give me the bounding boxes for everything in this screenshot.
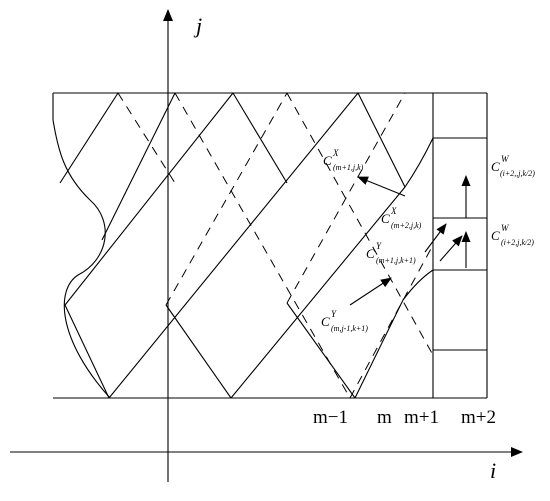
solid-down-1 xyxy=(64,304,110,399)
cw-bot-sub: (i+2,j,k/2) xyxy=(501,238,534,247)
boundary-cells xyxy=(433,137,487,351)
cx-m1-sup: X xyxy=(332,148,339,158)
solid-diagonals-down xyxy=(64,92,406,399)
cx-m1-main: C xyxy=(323,153,332,168)
solid-down-3 xyxy=(165,304,232,399)
dashed-6 xyxy=(349,244,434,399)
cy-m1-main: C xyxy=(366,246,375,261)
solid-diagonals-up xyxy=(59,92,434,399)
dashed-2 xyxy=(174,92,351,399)
cw-bot-sup: W xyxy=(501,223,510,233)
solid-up-1 xyxy=(59,92,119,184)
axes: i j xyxy=(10,9,523,483)
dashed-4 xyxy=(165,92,288,306)
cx-m2-main: C xyxy=(381,211,390,226)
dashed-diagonals xyxy=(117,92,434,399)
cy-m1-sub: (m+1,j,k+1) xyxy=(376,256,416,265)
cw-top-sub: (i+2,,j,k/2) xyxy=(500,169,535,178)
annotation-cw-bot: C W (i+2,j,k/2) xyxy=(491,223,534,247)
solid-down-6 xyxy=(357,92,406,188)
wavy-left-boundary xyxy=(52,119,111,399)
arrow-cy-m1 xyxy=(439,235,463,262)
annotation-cy-m1: C Y (m+1,j,k+1) xyxy=(366,241,416,265)
cw-bot-main: C xyxy=(491,228,500,243)
column-label-m: m xyxy=(377,407,392,428)
domain-frame xyxy=(52,92,488,399)
y-axis-label: j xyxy=(193,13,202,38)
flux-arrows xyxy=(349,175,471,306)
solid-up-4 xyxy=(230,137,434,399)
solid-up-2 xyxy=(64,92,234,306)
cx-m2-sub: (m+2,j,k) xyxy=(391,221,422,230)
cx-m2-sup: X xyxy=(390,206,397,216)
solid-down-4 xyxy=(232,92,288,184)
annotation-cx-m2: C X (m+2,j,k) xyxy=(381,206,422,230)
dashed-1 xyxy=(117,92,176,184)
column-label-m-minus-1: m−1 xyxy=(313,407,348,428)
solid-up-3 xyxy=(108,92,359,399)
solid-up-5 xyxy=(354,269,434,399)
arrow-cx-m1 xyxy=(357,176,406,197)
cx-m1-sub: (m+1,j,k) xyxy=(333,163,364,172)
annotation-cw-top: C W (i+2,,j,k/2) xyxy=(491,154,535,178)
cw-top-sup: W xyxy=(501,154,510,164)
cy-m1-sup: Y xyxy=(376,241,382,251)
arrow-cy-m xyxy=(349,277,392,306)
dashed-3 xyxy=(286,92,434,356)
solid-down-5 xyxy=(286,302,356,399)
arrow-cx-m2 xyxy=(424,223,447,253)
x-axis-label: i xyxy=(490,458,496,483)
cy-m-sub: (m,j-1,k+1) xyxy=(331,324,368,333)
annotation-cy-m: C Y (m,j-1,k+1) xyxy=(321,309,368,333)
column-labels: m−1 m m+1 m+2 xyxy=(313,407,496,428)
cw-top-main: C xyxy=(491,159,500,174)
annotation-cx-m1: C X (m+1,j,k) xyxy=(323,148,364,172)
dashed-5 xyxy=(286,92,406,304)
solid-down-2 xyxy=(101,92,176,241)
cy-m-main: C xyxy=(321,314,330,329)
column-label-m-plus-2: m+2 xyxy=(461,407,496,428)
cy-m-sup: Y xyxy=(331,309,337,319)
column-label-m-plus-1: m+1 xyxy=(404,407,439,428)
